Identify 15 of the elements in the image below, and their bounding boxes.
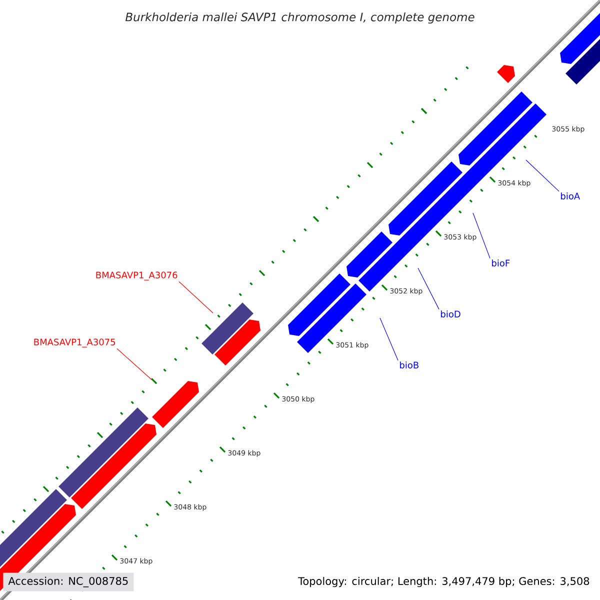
gene-label: BMASAVP1_A3075 xyxy=(34,338,115,348)
leader-line xyxy=(178,281,214,314)
leader-line xyxy=(380,318,398,361)
leader-line xyxy=(526,160,560,192)
title: Burkholderia mallei SAVP1 chromosome I, complete genome xyxy=(126,12,474,24)
leader-line xyxy=(418,268,440,310)
genome-info-label: Topology: circular; Length: 3,497,479 bp; Genes: 3,508 xyxy=(298,576,590,588)
accession-label: Accession: NC_008785 xyxy=(3,572,134,592)
gene-label: bioB xyxy=(400,362,418,368)
gene-label: bioD xyxy=(441,310,460,318)
leader-line xyxy=(472,212,490,259)
gene-label: BMASAVP1_A3076 xyxy=(96,272,178,280)
gene-label: bioA xyxy=(561,192,580,200)
leader-line xyxy=(116,348,152,380)
gene-label: bioF xyxy=(492,260,510,266)
